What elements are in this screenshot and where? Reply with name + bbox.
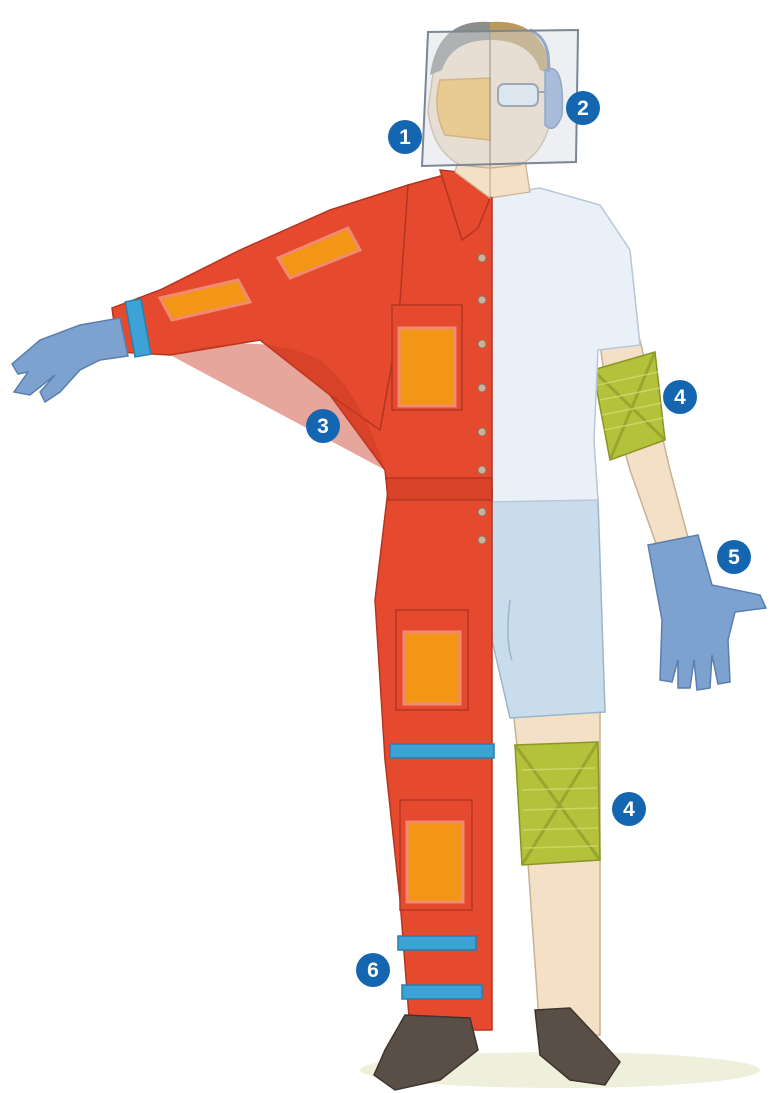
callout-2: 2 (566, 91, 600, 125)
callout-3: 3 (306, 409, 340, 443)
coverall-belt (386, 478, 492, 500)
ankle-strap-upper (398, 936, 476, 950)
callout-4-elbow: 4 (663, 380, 697, 414)
callout-1: 1 (388, 120, 422, 154)
callout-4b-label: 4 (623, 798, 635, 821)
shorts (490, 498, 605, 718)
callout-6: 6 (356, 953, 390, 987)
callout-3-label: 3 (317, 415, 329, 438)
knee-strap (390, 744, 494, 758)
left-glove (12, 318, 128, 402)
ankle-strap-lower (402, 985, 482, 999)
callout-5: 5 (717, 540, 751, 574)
callout-5-label: 5 (728, 546, 740, 569)
face-shield (422, 30, 578, 166)
callout-6-label: 6 (367, 959, 379, 982)
callout-2-label: 2 (577, 97, 589, 120)
callout-4-knee: 4 (612, 792, 646, 826)
callout-4a-label: 4 (674, 386, 686, 409)
callout-1-label: 1 (399, 126, 411, 149)
